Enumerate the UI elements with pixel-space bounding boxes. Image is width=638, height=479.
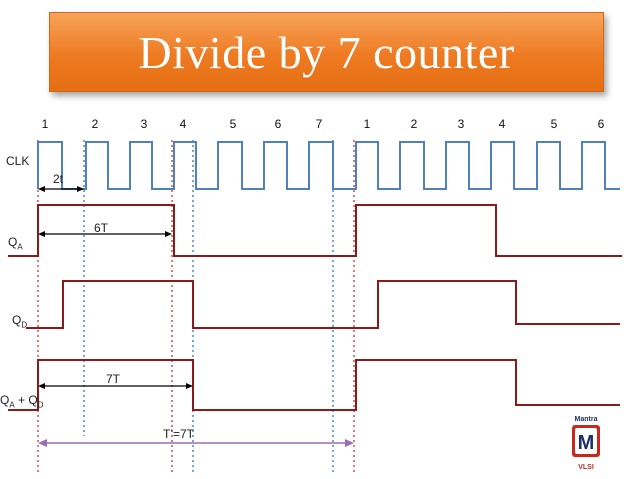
sum-label-d-sub: D bbox=[37, 400, 44, 410]
clock-number: 6 bbox=[274, 117, 282, 131]
clock-number: 2 bbox=[91, 117, 99, 131]
clock-number: 3 bbox=[140, 117, 148, 131]
clock-number: 5 bbox=[229, 117, 237, 131]
period-label: T’=7T bbox=[163, 427, 195, 441]
clock-number: 4 bbox=[179, 117, 187, 131]
qd-label-sub: D bbox=[21, 320, 28, 330]
qa-label-main: Q bbox=[8, 235, 18, 249]
sum-label-a-main: Q bbox=[0, 393, 10, 407]
qd-label: QD bbox=[12, 313, 27, 329]
page-title: Divide by 7 counter bbox=[138, 26, 515, 78]
clock-number: 7 bbox=[315, 117, 323, 131]
period-arrow bbox=[38, 439, 354, 447]
qa-plus-qd-label: QA + QD bbox=[0, 393, 44, 409]
logo-emblem-icon: M bbox=[572, 425, 600, 457]
qa-waveform bbox=[8, 204, 622, 257]
seven-t-label: 7T bbox=[106, 372, 121, 386]
clock-number: 1 bbox=[41, 117, 49, 131]
mantra-vlsi-logo: Mantra M VLSI bbox=[566, 416, 606, 472]
clock-number: 4 bbox=[498, 117, 506, 131]
qa-plus-qd-waveform bbox=[8, 359, 620, 411]
clock-number: 5 bbox=[550, 117, 558, 131]
sum-label-a-sub: A bbox=[9, 400, 15, 410]
clock-number: 6 bbox=[597, 117, 605, 131]
clock-waveform bbox=[37, 141, 620, 190]
qd-waveform bbox=[26, 280, 620, 329]
clock-number: 1 bbox=[363, 117, 371, 131]
six-t-arrow bbox=[38, 231, 172, 237]
clock-number: 3 bbox=[457, 117, 465, 131]
qa-label-sub: A bbox=[17, 242, 23, 252]
logo-bottom-text: VLSI bbox=[578, 464, 594, 471]
six-t-label: 6T bbox=[94, 221, 109, 235]
qa-label: QA bbox=[8, 235, 23, 251]
title-banner: Divide by 7 counter bbox=[49, 12, 604, 92]
clk-label: CLK bbox=[6, 154, 30, 168]
clock-number: 2 bbox=[410, 117, 418, 131]
qd-label-main: Q bbox=[12, 313, 22, 327]
two-t-label: 2t bbox=[53, 172, 64, 186]
seven-t-arrow bbox=[38, 383, 193, 389]
logo-top-text: Mantra bbox=[574, 416, 598, 423]
two-t-arrow bbox=[38, 186, 84, 192]
logo-letter: M bbox=[578, 432, 595, 454]
sum-label-plus: + Q bbox=[18, 393, 38, 407]
